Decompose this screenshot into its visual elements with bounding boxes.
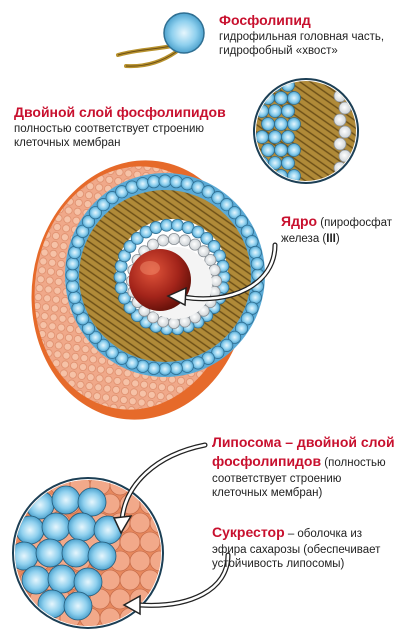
cell bbox=[130, 551, 150, 571]
phospholipid-line2: гидрофобный «хвост» bbox=[219, 44, 384, 58]
head-bead bbox=[288, 144, 301, 157]
bilayer-label: Двойной слой фосфолипидов полностью соот… bbox=[14, 104, 226, 150]
head-bead bbox=[88, 542, 116, 570]
head-bead bbox=[262, 144, 275, 157]
head-bead bbox=[148, 175, 160, 187]
cell bbox=[150, 475, 170, 495]
cell bbox=[160, 608, 180, 628]
white-bead bbox=[179, 235, 190, 246]
head-bead bbox=[170, 175, 182, 187]
core-label: Ядро (пирофосфат железа (III) bbox=[281, 212, 392, 246]
head-bead bbox=[66, 280, 78, 292]
head-bead bbox=[171, 219, 183, 231]
head-bead bbox=[161, 219, 173, 231]
sucrester-label: Сукрестор – оболочка из эфира сахарозы (… bbox=[212, 523, 380, 572]
white-bead bbox=[210, 275, 221, 286]
head-bead bbox=[262, 118, 275, 131]
sucrester-line2: эфира сахарозы (обеспечивает bbox=[212, 543, 380, 557]
cell bbox=[160, 570, 180, 590]
head-bead bbox=[275, 144, 288, 157]
head-bead bbox=[256, 79, 269, 92]
liposome-body bbox=[15, 146, 265, 434]
head-bead bbox=[36, 539, 64, 567]
cell bbox=[140, 608, 160, 628]
head-bead bbox=[64, 592, 92, 620]
head-bead bbox=[22, 566, 50, 594]
sucrester-line1-tail: – оболочка из bbox=[285, 528, 362, 540]
cell bbox=[120, 532, 140, 552]
head-bead bbox=[282, 131, 295, 144]
bilayer-line2: клеточных мембран bbox=[14, 136, 226, 150]
cell bbox=[120, 570, 140, 590]
bilayer-zoom bbox=[254, 79, 358, 184]
head-bead bbox=[275, 92, 288, 105]
head-bead bbox=[159, 363, 171, 375]
cell bbox=[10, 475, 30, 495]
phospholipid-line1: гидрофильная головная часть, bbox=[219, 30, 384, 44]
white-bead bbox=[334, 138, 346, 150]
head-bead bbox=[66, 269, 78, 281]
head-bead bbox=[38, 590, 66, 618]
cell bbox=[20, 608, 40, 628]
head-bead bbox=[269, 105, 282, 118]
head-bead bbox=[251, 257, 263, 269]
head-bead bbox=[275, 118, 288, 131]
liposome-title-line1: Липосома – двойной слой bbox=[212, 434, 395, 452]
white-bead bbox=[339, 126, 351, 138]
head-bead bbox=[269, 131, 282, 144]
liposome-line3: соответствует строению bbox=[212, 472, 395, 486]
head-bead bbox=[181, 360, 193, 372]
core-line1-tail: (пирофосфат bbox=[317, 217, 392, 229]
white-bead bbox=[158, 235, 169, 246]
white-bead bbox=[168, 233, 179, 244]
cell bbox=[10, 589, 30, 609]
head-bead bbox=[48, 565, 76, 593]
core-line2-head: железа ( bbox=[281, 233, 326, 245]
head-bead bbox=[282, 105, 295, 118]
liposome-label: Липосома – двойной слой фосфолипидов (по… bbox=[212, 434, 395, 500]
head-bead bbox=[78, 488, 106, 516]
head-bead bbox=[62, 539, 90, 567]
liposome-title-line2: фосфолипидов bbox=[212, 453, 321, 469]
core-title: Ядро bbox=[281, 213, 317, 229]
head-bead bbox=[150, 222, 162, 234]
phospholipid-label: Фосфолипид гидрофильная головная часть, … bbox=[219, 12, 384, 58]
head-bead bbox=[256, 131, 269, 144]
white-bead bbox=[147, 239, 158, 250]
head-bead bbox=[114, 271, 126, 283]
phospholipid-title: Фосфолипид bbox=[219, 12, 384, 30]
head-bead bbox=[115, 282, 127, 294]
cell bbox=[140, 532, 160, 552]
sucrester-line3: устойчивость липосомы) bbox=[212, 557, 380, 571]
head-bead bbox=[52, 486, 80, 514]
head-bead bbox=[137, 178, 149, 190]
head-bead bbox=[148, 362, 160, 374]
bilayer-line1: полностью соответствует строению bbox=[14, 122, 226, 136]
liposome-line4: клеточных мембран) bbox=[212, 486, 395, 500]
head-bead bbox=[159, 175, 171, 187]
core-line2-tail: ) bbox=[336, 233, 340, 245]
core-line2-bold: III bbox=[326, 233, 336, 245]
phospholipid-icon bbox=[118, 13, 204, 66]
head-bead bbox=[288, 92, 301, 105]
bilayer-title: Двойной слой фосфолипидов bbox=[14, 104, 226, 122]
liposome-line2-tail: (полностью bbox=[321, 457, 386, 469]
sucrester-title: Сукрестор bbox=[212, 524, 285, 540]
head-bead bbox=[42, 513, 70, 541]
cell bbox=[160, 494, 180, 514]
head-bead bbox=[68, 513, 96, 541]
head-bead bbox=[69, 291, 81, 303]
head-bead bbox=[249, 246, 261, 258]
head-bead bbox=[66, 257, 78, 269]
head-bead bbox=[288, 118, 301, 131]
cell bbox=[130, 513, 150, 533]
white-bead bbox=[334, 114, 346, 126]
head-bead bbox=[170, 362, 182, 374]
cell bbox=[100, 570, 120, 590]
white-bead bbox=[168, 317, 179, 328]
head-bead bbox=[282, 157, 295, 170]
